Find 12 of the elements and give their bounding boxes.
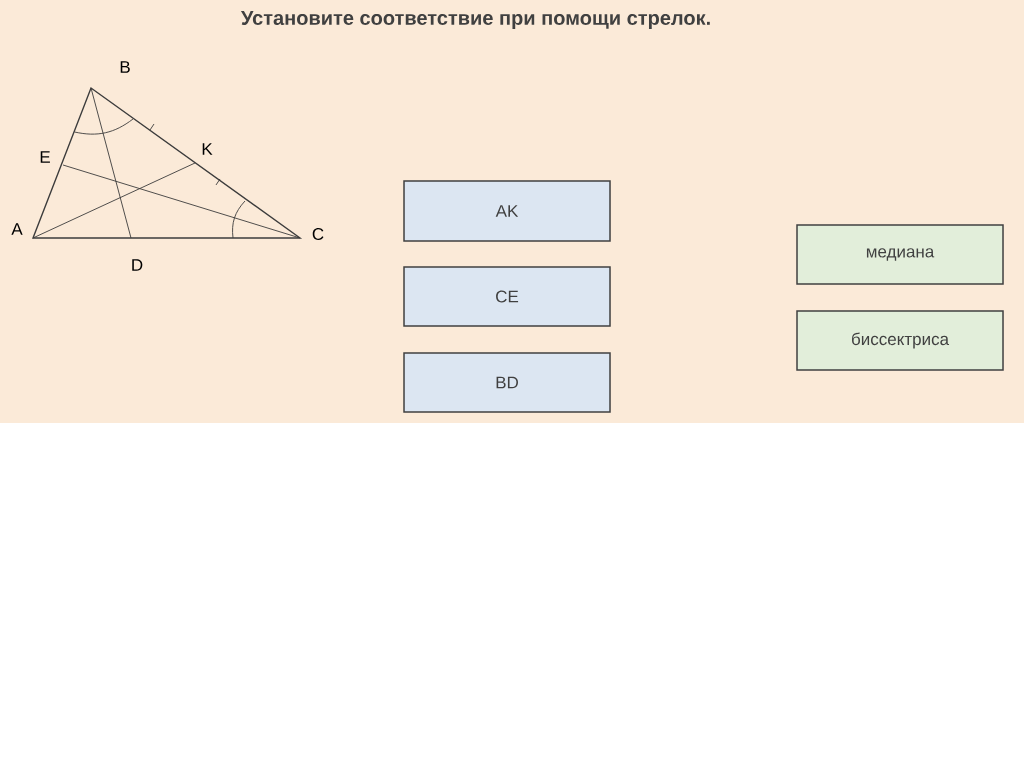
vertex-label: K [202, 143, 213, 155]
vertex-label: C [312, 228, 324, 240]
answer-box: CE [403, 266, 611, 327]
vertex-label: D [132, 259, 143, 271]
answer-box: BD [403, 352, 611, 413]
answer-box: медиана [796, 224, 1004, 285]
vertex-label: E [40, 151, 50, 163]
answer-box: AK [403, 180, 611, 242]
vertex-label: A [11, 223, 23, 235]
title: Установите соответствие при помощи стрелок. [240, 11, 710, 29]
answer-box: биссектриса [796, 310, 1004, 371]
vertex-label: B [120, 61, 130, 73]
